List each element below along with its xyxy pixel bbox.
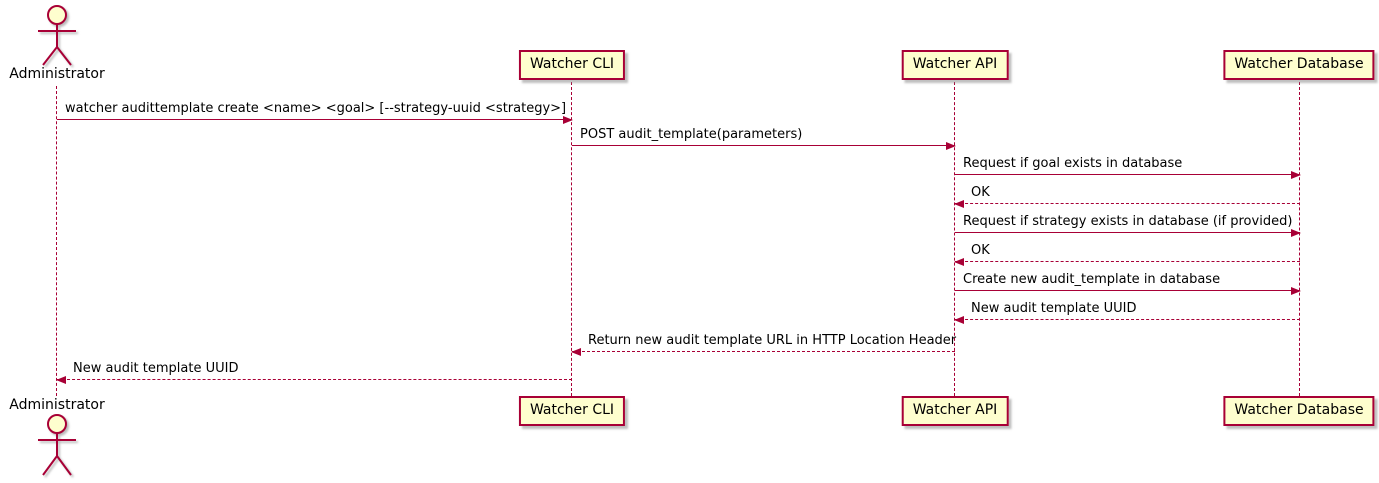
message-1-arrow <box>57 116 573 124</box>
message-4-label: OK <box>971 185 990 200</box>
lifeline-watcher-api <box>954 82 955 396</box>
message-5: Request if strategy exists in database (… <box>955 213 1301 237</box>
message-6-label: OK <box>971 243 990 258</box>
message-10-label: New audit template UUID <box>73 361 239 376</box>
message-5-arrow <box>955 229 1301 237</box>
administrator-actor-icon <box>38 5 76 66</box>
lifeline-administrator <box>56 86 57 396</box>
message-7-arrow <box>955 287 1301 295</box>
arrowhead-left-icon <box>954 316 964 324</box>
participant-watcher-database-bottom: Watcher Database <box>1223 396 1375 426</box>
participant-watcher-api-bottom: Watcher API <box>901 396 1009 426</box>
arrowhead-right-icon <box>1291 287 1301 295</box>
message-8-label: New audit template UUID <box>971 301 1137 316</box>
participant-watcher-cli-top: Watcher CLI <box>518 50 626 80</box>
participant-watcher-api-top: Watcher API <box>901 50 1009 80</box>
message-2-arrow <box>572 142 956 150</box>
message-1: watcher audittemplate create <name> <goa… <box>57 100 573 124</box>
message-3-label: Request if goal exists in database <box>963 156 1183 171</box>
message-4: OK <box>954 184 1300 208</box>
arrowhead-left-icon <box>56 376 66 384</box>
message-6-arrow <box>954 258 1300 266</box>
message-4-arrow <box>954 200 1300 208</box>
arrowhead-right-icon <box>1291 171 1301 179</box>
arrowhead-left-icon <box>954 200 964 208</box>
lifeline-watcher-database <box>1299 82 1300 396</box>
message-2-label: POST audit_template(parameters) <box>580 127 803 142</box>
message-9-label: Return new audit template URL in HTTP Lo… <box>588 333 957 348</box>
arrowhead-left-icon <box>571 348 581 356</box>
message-3-arrow <box>955 171 1301 179</box>
message-8-arrow <box>954 316 1300 324</box>
message-6: OK <box>954 242 1300 266</box>
arrowhead-right-icon <box>946 142 956 150</box>
participant-watcher-cli-bottom: Watcher CLI <box>518 396 626 426</box>
message-10-arrow <box>56 376 572 384</box>
message-1-label: watcher audittemplate create <name> <goa… <box>65 101 567 116</box>
arrowhead-right-icon <box>1291 229 1301 237</box>
message-5-label: Request if strategy exists in database (… <box>963 214 1293 229</box>
message-9: Return new audit template URL in HTTP Lo… <box>571 332 957 356</box>
actor-label-administrator-top: Administrator <box>9 66 105 82</box>
message-7: Create new audit_template in database <box>955 271 1301 295</box>
message-3: Request if goal exists in database <box>955 155 1301 179</box>
message-2: POST audit_template(parameters) <box>572 126 956 150</box>
message-8: New audit template UUID <box>954 300 1300 324</box>
message-7-label: Create new audit_template in database <box>963 272 1221 287</box>
administrator-actor-icon <box>38 414 76 476</box>
arrowhead-right-icon <box>563 116 573 124</box>
message-9-arrow <box>571 348 955 356</box>
lifeline-watcher-cli <box>571 82 572 396</box>
message-10: New audit template UUID <box>56 360 572 384</box>
participant-watcher-database-top: Watcher Database <box>1223 50 1375 80</box>
actor-label-administrator-bottom: Administrator <box>9 397 105 413</box>
arrowhead-left-icon <box>954 258 964 266</box>
